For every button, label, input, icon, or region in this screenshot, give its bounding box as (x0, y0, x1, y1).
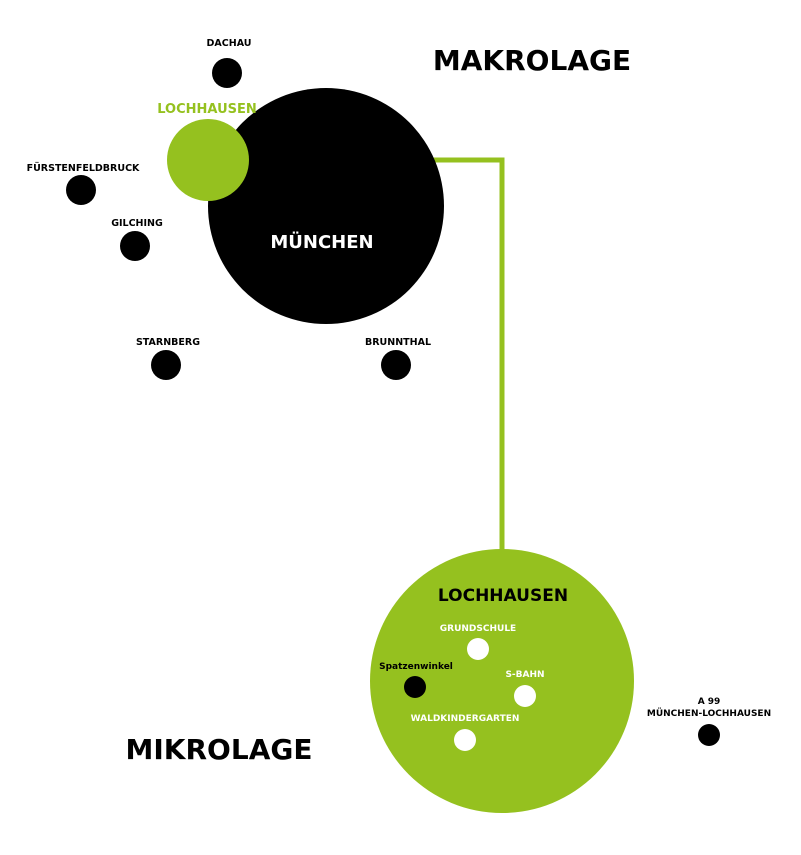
city-label-fuerstenfeldbruck: FÜRSTENFELDBRUCK (27, 163, 140, 174)
poi-dot-s-bahn (514, 685, 536, 707)
muenchen-circle (208, 88, 444, 324)
city-dot-dachau (212, 58, 242, 88)
makrolage-heading: MAKROLAGE (433, 44, 631, 77)
lochhausen-mikro-circle (370, 549, 634, 813)
city-dot-fuerstenfeldbruck (66, 175, 96, 205)
a99-label-line1: A 99 (698, 697, 721, 707)
lochhausen-mikro-title: LOCHHAUSEN (438, 586, 568, 606)
poi-dot-waldkindergarten (454, 729, 476, 751)
lochhausen-makro-label: LOCHHAUSEN (157, 102, 257, 117)
poi-label-grundschule: GRUNDSCHULE (440, 624, 516, 634)
lochhausen-makro-circle (167, 119, 249, 201)
a99-dot (698, 724, 720, 746)
poi-label-waldkindergarten: WALDKINDERGARTEN (411, 714, 520, 724)
city-label-gilching: GILCHING (111, 218, 163, 229)
poi-label-s-bahn: S-BAHN (505, 670, 544, 680)
city-dot-brunnthal (381, 350, 411, 380)
mikrolage-heading: MIKROLAGE (126, 733, 313, 766)
city-label-brunnthal: BRUNNTHAL (365, 337, 431, 348)
poi-label-spatzenwinkel: Spatzenwinkel (379, 662, 453, 672)
city-dot-gilching (120, 231, 150, 261)
a99-label-line2: MÜNCHEN-LOCHHAUSEN (647, 708, 771, 719)
poi-dot-spatzenwinkel (404, 676, 426, 698)
city-dot-starnberg (151, 350, 181, 380)
muenchen-label: MÜNCHEN (270, 231, 373, 253)
city-label-starnberg: STARNBERG (136, 337, 200, 348)
city-label-dachau: DACHAU (207, 38, 252, 49)
poi-dot-grundschule (467, 638, 489, 660)
